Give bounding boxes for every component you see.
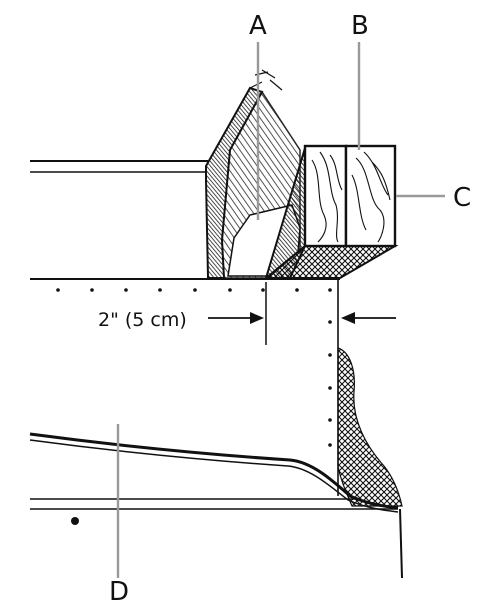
- label-c: C: [453, 183, 471, 213]
- dotted-row: [56, 288, 332, 292]
- dimension-label: 2" (5 cm): [98, 309, 187, 331]
- dotted-column: [328, 320, 332, 447]
- dimension-arrow-right: [341, 312, 396, 324]
- insulation-mass: [337, 347, 403, 507]
- label-b: B: [351, 11, 369, 41]
- dimension-arrow-left: [208, 312, 264, 324]
- label-d: D: [109, 577, 129, 607]
- top-rail: [30, 160, 208, 173]
- leader-lines: [116, 42, 445, 578]
- label-a: A: [249, 11, 267, 41]
- wood-block: [263, 144, 399, 279]
